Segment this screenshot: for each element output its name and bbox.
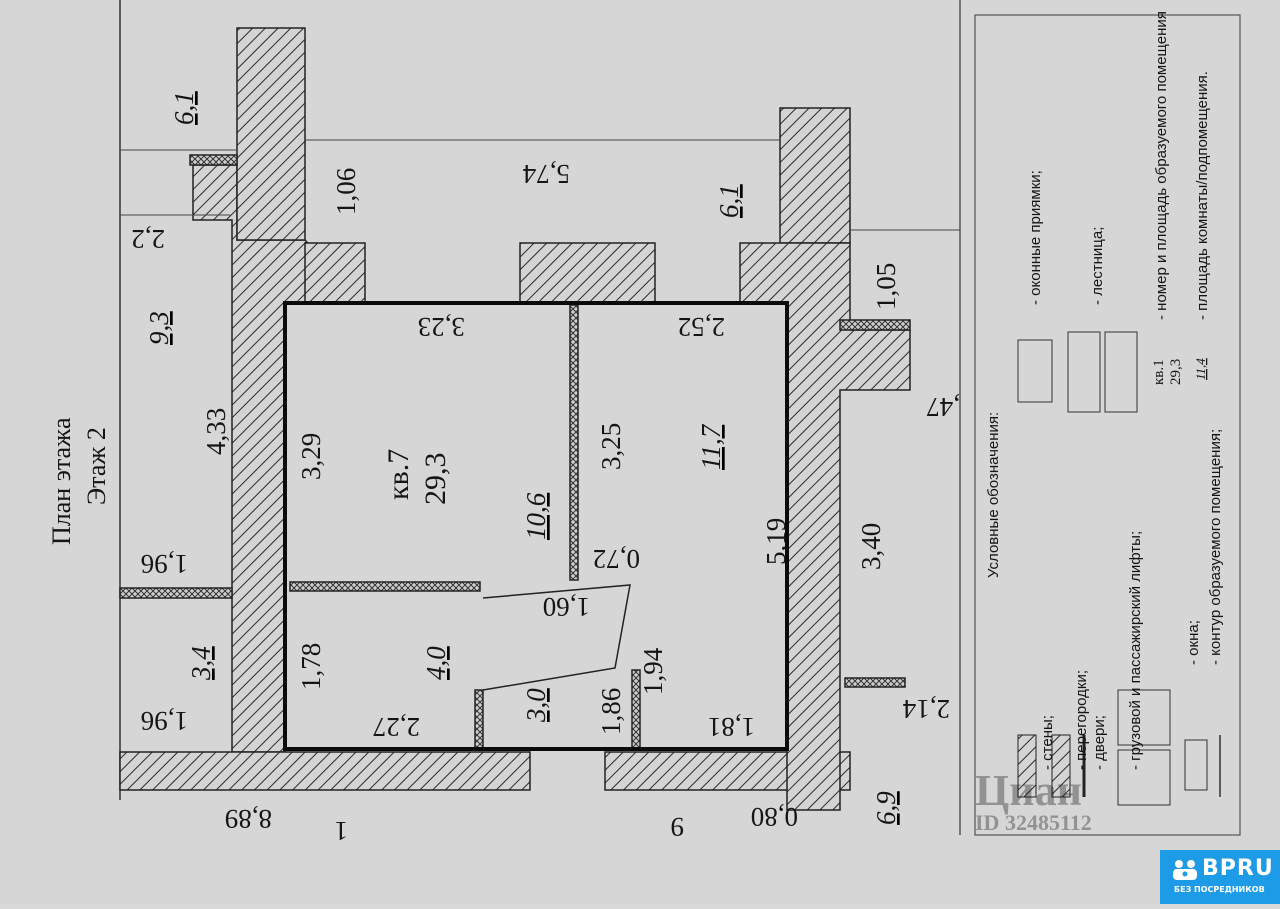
floor-label: Этаж 2 [82,427,111,505]
corridor-door [482,584,631,691]
neighbor-area: 6,1 [169,91,199,125]
dimension: ,47 [926,392,960,422]
dimension: 1,60 [543,592,590,622]
dimension: 2,2 [131,224,165,254]
dimension: 1,96 [141,706,188,736]
legend-title: Условные обозначения: [985,412,1002,578]
dimension: 1,96 [141,549,188,579]
dimension: 3,40 [856,523,886,570]
legend: Условные обозначения: - стены; - перегор… [985,11,1224,806]
dimension: 0,80 [751,802,798,832]
dimension: 2,52 [678,312,725,342]
legend-item: - площадь комнаты/подпомещения. [1194,71,1211,320]
neighbor-area: 6,1 [714,184,744,218]
legend-item: - перегородки; [1073,670,1090,770]
legend-item: - номер и площадь образуемого помещения [1153,11,1170,320]
legend-item: - двери; [1091,715,1108,770]
dimension: 3,23 [418,312,465,342]
dimension: 2,27 [373,712,420,742]
dimension: 5,19 [761,518,791,565]
legend-frame [974,14,1241,836]
people-icon [1173,860,1197,880]
bpru-subtitle: БЕЗ ПОСРЕДНИКОВ [1174,885,1265,894]
legend-item: - контур образуемого помещения; [1207,429,1224,665]
dimension: 5,74 [522,159,570,189]
legend-sample-area: 29,3 [1168,359,1184,385]
legend-item: - оконные приямки; [1027,170,1044,305]
dimension: 3,29 [296,433,326,480]
dimension: 8,89 [225,804,272,834]
neighbor-area: 9,3 [144,311,174,345]
plan-title: План этажа [47,417,76,545]
dimension: 0,72 [593,544,640,574]
dimension: 1 [335,816,349,846]
room-area: 3,0 [521,688,551,723]
watermark-id: ID 32485112 [975,810,1092,835]
walls [119,27,911,811]
legend-item: - грузовой и пассажирский лифты; [1127,531,1144,770]
neighbor-area: 6,9 [871,791,901,825]
neighbor-area: 3,4 [186,646,216,681]
dimension: 9 [671,812,685,842]
bpru-logo: BPRU [1202,856,1274,881]
legend-sample-room-area: 11,4 [1193,358,1208,380]
watermark: Циан ID 32485112 [975,766,1092,835]
apartment-outline [283,301,789,751]
legend-item: - стены; [1039,715,1056,770]
room-area: 4,0 [421,646,451,680]
dimension: 1,06 [331,168,361,215]
dimension: 4,33 [201,408,231,455]
dimension: 1,78 [296,643,326,690]
dimension: 2,14 [902,694,950,724]
dimension: 1,81 [708,712,755,742]
room-area: 11,7 [696,423,726,470]
apartment-label: кв.7 [382,449,415,500]
legend-item: - окна; [1185,620,1202,665]
watermark-brand: Циан [975,766,1082,815]
dimension: 1,05 [871,263,901,310]
dimension: 1,94 [638,647,668,695]
apartment-area: 29,3 [419,453,452,506]
dimension: 3,25 [596,423,626,470]
room-area: 10,6 [521,492,551,540]
legend-sample-number: кв.1 [1151,359,1167,385]
legend-item: - лестница; [1089,227,1106,305]
dimension: 1,86 [596,688,626,735]
bpru-badge[interactable]: BPRU БЕЗ ПОСРЕДНИКОВ [1160,850,1280,904]
